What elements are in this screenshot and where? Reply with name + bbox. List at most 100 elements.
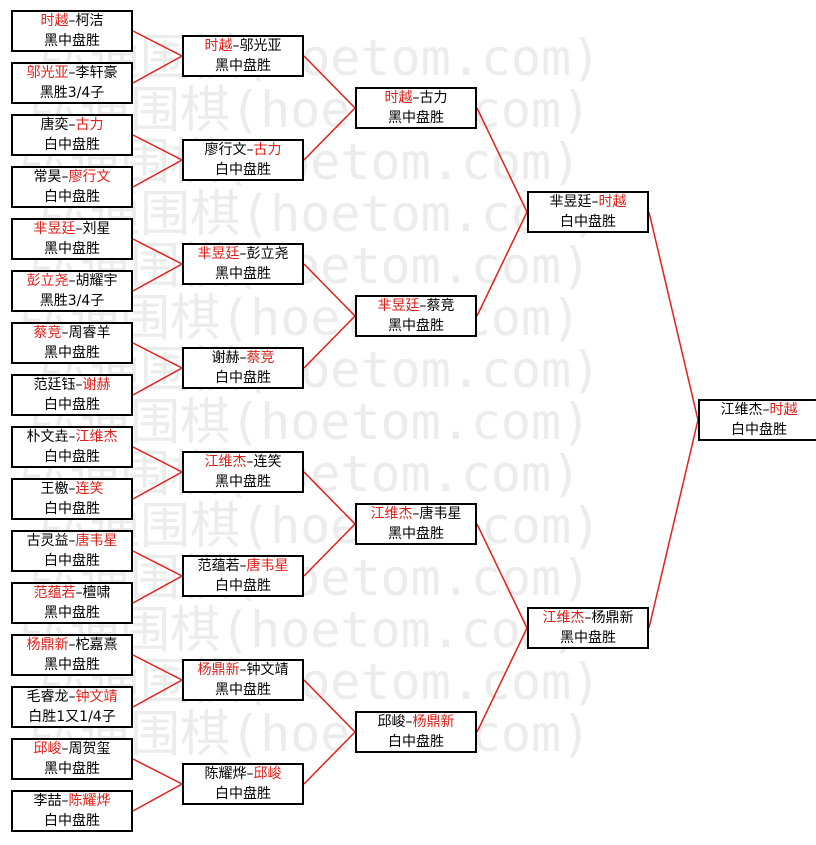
match-box: 朴文垚–江维杰白中盘胜: [11, 426, 133, 468]
match-players: 常昊–廖行文: [34, 167, 111, 187]
match-players: 毛睿龙–钟文靖: [27, 687, 118, 707]
match-box: 江维杰–时越白中盘胜: [698, 399, 816, 441]
player-name: 唐奕: [40, 117, 69, 133]
match-players: 时越–柯洁: [41, 11, 104, 31]
player-name: 范蕴若: [197, 558, 240, 574]
name-separator: –: [246, 454, 254, 470]
connector-line: [132, 654, 183, 681]
winner-name: 古力: [253, 142, 282, 158]
player-name: 李喆: [33, 793, 62, 809]
player-name: 常昊: [33, 169, 62, 185]
match-players: 谢赫–蔡竞: [212, 348, 275, 368]
match-result: 白中盘胜: [215, 162, 271, 178]
match-result: 白中盘胜: [731, 422, 787, 438]
winner-name: 芈昱廷: [377, 298, 420, 314]
connector-line: [476, 627, 528, 733]
player-name: 檀啸: [82, 585, 111, 601]
winner-name: 谢赫: [82, 377, 111, 393]
match-players: 江维杰–连笑: [205, 452, 282, 472]
match-players: 时越–邬光亚: [205, 36, 282, 56]
player-name: 江维杰: [720, 402, 763, 418]
match-box: 杨鼎新–钟文靖黑中盘胜: [182, 659, 304, 701]
player-name: 周睿羊: [68, 325, 111, 341]
match-result: 白中盘胜: [215, 370, 271, 386]
connector-line: [476, 523, 528, 629]
winner-name: 蔡竞: [246, 350, 275, 366]
name-separator: –: [68, 273, 76, 289]
winner-name: 邬光亚: [26, 65, 69, 81]
connector-line: [132, 238, 183, 265]
match-players: 李喆–陈耀烨: [34, 791, 111, 811]
name-separator: –: [412, 506, 420, 522]
match-box: 邱峻–周贺玺黑中盘胜: [11, 738, 133, 780]
connector-line: [303, 107, 356, 161]
match-box: 彭立尧–胡耀宇黑胜3/4子: [11, 270, 133, 312]
name-separator: –: [75, 377, 83, 393]
match-box: 江维杰–唐韦星黑中盘胜: [355, 503, 477, 545]
match-box: 王檄–连笑白中盘胜: [11, 478, 133, 520]
name-separator: –: [68, 481, 76, 497]
connector-line: [303, 55, 356, 109]
connector-line: [132, 758, 183, 785]
connector-line: [303, 315, 356, 369]
winner-name: 杨鼎新: [197, 662, 240, 678]
name-separator: –: [239, 558, 247, 574]
match-box: 廖行文–古力白中盘胜: [182, 139, 304, 181]
winner-name: 芈昱廷: [197, 246, 240, 262]
match-result: 黑胜3/4子: [39, 293, 105, 309]
match-result: 黑中盘胜: [388, 318, 444, 334]
match-box: 芈昱廷–时越白中盘胜: [527, 191, 649, 233]
name-separator: –: [419, 298, 427, 314]
name-separator: –: [762, 402, 770, 418]
match-players: 范蕴若–唐韦星: [198, 556, 289, 576]
name-separator: –: [75, 585, 83, 601]
match-result: 黑中盘胜: [388, 110, 444, 126]
name-separator: –: [232, 38, 240, 54]
player-name: 钟文靖: [246, 662, 289, 678]
connector-line: [132, 679, 183, 708]
name-separator: –: [412, 90, 420, 106]
connector-line: [303, 263, 356, 317]
winner-name: 陈耀烨: [68, 793, 111, 809]
match-result: 白中盘胜: [215, 786, 271, 802]
match-box: 邬光亚–李轩豪黑胜3/4子: [11, 62, 133, 104]
player-name: 柁嘉熹: [75, 637, 118, 653]
winner-name: 唐韦星: [246, 558, 289, 574]
connector-line: [303, 731, 356, 785]
winner-name: 蔡竞: [33, 325, 62, 341]
connector-line: [132, 263, 183, 292]
connector-line: [132, 367, 183, 396]
name-separator: –: [68, 65, 76, 81]
name-separator: –: [591, 194, 599, 210]
player-name: 周贺玺: [68, 741, 111, 757]
match-box: 芈昱廷–彭立尧黑中盘胜: [182, 243, 304, 285]
name-separator: –: [68, 689, 76, 705]
connector-line: [132, 446, 183, 473]
name-separator: –: [584, 610, 592, 626]
match-box: 江维杰–连笑黑中盘胜: [182, 451, 304, 493]
match-result: 黑中盘胜: [44, 33, 100, 49]
match-result: 白中盘胜: [215, 578, 271, 594]
player-name: 胡耀宇: [75, 273, 118, 289]
match-box: 陈耀烨–邱峻白中盘胜: [182, 763, 304, 805]
match-result: 白中盘胜: [44, 189, 100, 205]
match-players: 朴文垚–江维杰: [27, 427, 118, 447]
match-result: 黑胜3/4子: [39, 85, 105, 101]
match-result: 白中盘胜: [44, 553, 100, 569]
connector-line: [303, 679, 356, 733]
connector-line: [132, 783, 183, 812]
match-result: 黑中盘胜: [215, 474, 271, 490]
match-players: 杨鼎新–钟文靖: [198, 660, 289, 680]
match-players: 古灵益–唐韦星: [27, 531, 118, 551]
player-name: 陈耀烨: [204, 766, 247, 782]
match-box: 古灵益–唐韦星白中盘胜: [11, 530, 133, 572]
name-separator: –: [61, 793, 69, 809]
player-name: 刘星: [82, 221, 111, 237]
connector-line: [132, 575, 183, 604]
match-box: 江维杰–杨鼎新黑中盘胜: [527, 607, 649, 649]
winner-name: 江维杰: [370, 506, 413, 522]
player-name: 邱峻: [377, 714, 406, 730]
winner-name: 钟文靖: [75, 689, 118, 705]
match-players: 芈昱廷–彭立尧: [198, 244, 289, 264]
match-result: 白中盘胜: [44, 813, 100, 829]
